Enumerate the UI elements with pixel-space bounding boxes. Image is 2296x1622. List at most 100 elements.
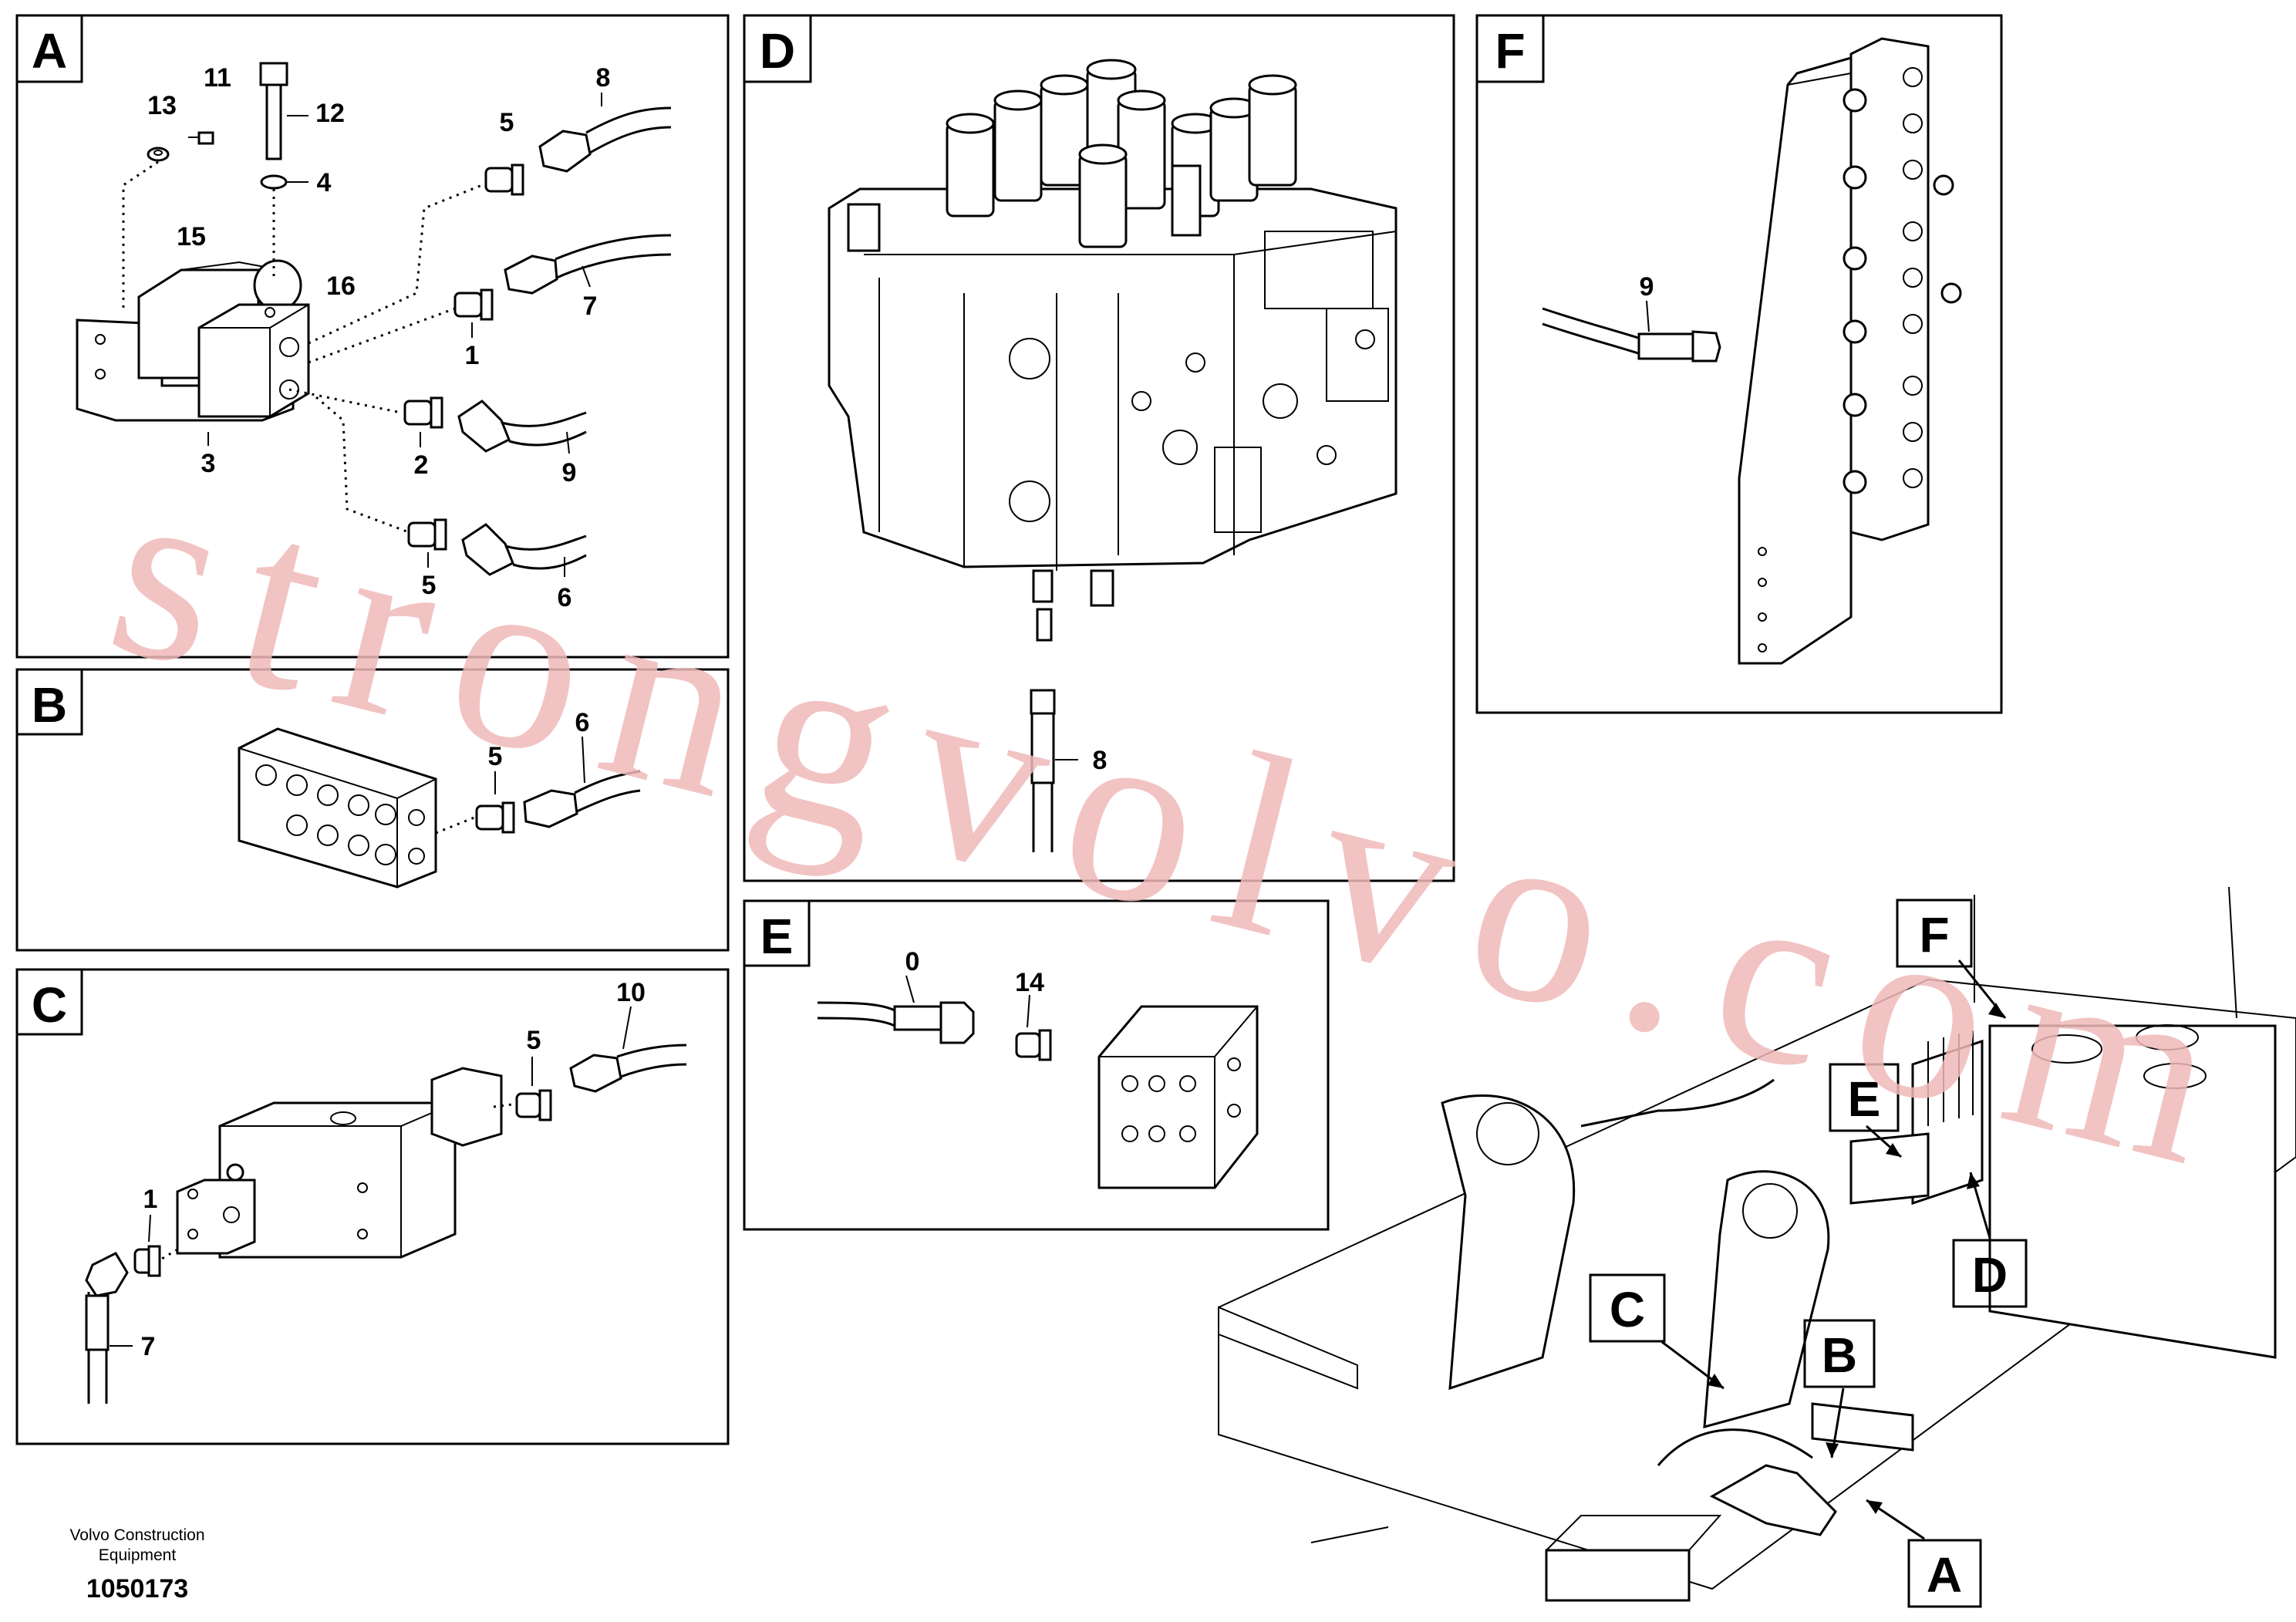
valve-a-overview bbox=[1709, 1464, 1837, 1536]
callout-e-0: 0 bbox=[905, 947, 920, 976]
hose-7-end bbox=[504, 255, 558, 295]
panel-b-label-box bbox=[15, 668, 83, 736]
manifold-ports-e bbox=[1121, 1057, 1241, 1142]
mounting-plate-f bbox=[1738, 56, 1853, 665]
valve-stack-f bbox=[1843, 37, 1962, 541]
callout-9: 9 bbox=[562, 458, 577, 487]
marker-a: A bbox=[1927, 1547, 1962, 1603]
callout-12: 12 bbox=[315, 99, 345, 128]
callout-1: 1 bbox=[465, 341, 480, 370]
callout-8: 8 bbox=[596, 63, 611, 93]
callout-15: 15 bbox=[177, 222, 206, 251]
panel-c-label: C bbox=[32, 977, 67, 1033]
plate-holes-f bbox=[1758, 547, 1767, 653]
marker-a-box bbox=[1907, 1539, 1982, 1608]
callout-c-5: 5 bbox=[527, 1026, 541, 1055]
overview-markers: F E D C B A bbox=[1589, 899, 2028, 1608]
fitting-1-c bbox=[133, 1245, 161, 1277]
hose-8-d-nut bbox=[1030, 689, 1056, 715]
callout-5-b: 5 bbox=[422, 571, 437, 600]
panel-a-label: A bbox=[32, 23, 67, 79]
marker-c-box bbox=[1589, 1273, 1666, 1343]
manifold-block-b bbox=[238, 727, 437, 889]
panel-e-label: E bbox=[760, 909, 794, 964]
valve-block-16 bbox=[197, 303, 310, 418]
valve-cap-c bbox=[430, 1067, 503, 1147]
company-line-2: Equipment bbox=[99, 1546, 177, 1564]
washer-4 bbox=[260, 174, 288, 190]
hose-6-elbow bbox=[461, 523, 514, 576]
hose-8-d-ferrule bbox=[1030, 712, 1055, 784]
callout-c-1: 1 bbox=[143, 1185, 158, 1214]
panel-c: C 5 10 1 7 bbox=[15, 968, 730, 1445]
panel-f: F 9 bbox=[1475, 14, 2003, 714]
control-valve-assembly bbox=[828, 59, 1397, 642]
manifold-block-e bbox=[1097, 1005, 1259, 1189]
panel-e: E 0 14 bbox=[743, 899, 1330, 1231]
panel-a-label-box bbox=[15, 14, 83, 83]
marker-e: E bbox=[1848, 1071, 1881, 1127]
panel-d: D bbox=[743, 14, 1455, 882]
marker-b-box bbox=[1803, 1319, 1876, 1388]
hose-6-b bbox=[523, 789, 578, 828]
fitting-5-c bbox=[515, 1089, 552, 1121]
marker-c: C bbox=[1610, 1282, 1645, 1337]
fitting-5-top bbox=[484, 164, 524, 196]
boom-foot-left bbox=[1441, 1094, 1576, 1391]
hose-9-elbow bbox=[457, 400, 511, 453]
panel-b-frame bbox=[15, 668, 730, 952]
fitting-1-a bbox=[453, 288, 494, 321]
overview-machine-frame bbox=[1218, 886, 2296, 1602]
callout-13: 13 bbox=[147, 91, 177, 120]
panel-f-frame bbox=[1475, 14, 2003, 714]
bolt-12-shank bbox=[265, 83, 282, 160]
marker-f-box bbox=[1896, 899, 1973, 968]
panel-b-label: B bbox=[32, 677, 67, 733]
panel-e-frame bbox=[743, 899, 1330, 1231]
fitting-5-bottom bbox=[407, 518, 447, 551]
hose-9-f bbox=[1637, 332, 1694, 360]
panel-f-label: F bbox=[1495, 23, 1525, 79]
callout-f-9: 9 bbox=[1640, 272, 1654, 302]
panel-e-label-box bbox=[743, 899, 811, 967]
marker-f: F bbox=[1919, 907, 1949, 963]
panel-a: A bbox=[15, 14, 730, 659]
panel-a-frame bbox=[15, 14, 730, 659]
panel-c-label-box bbox=[15, 968, 83, 1036]
callout-7: 7 bbox=[583, 292, 598, 321]
marker-b: B bbox=[1822, 1327, 1857, 1383]
boom-foot-right bbox=[1703, 1170, 1830, 1429]
panel-f-label-box bbox=[1475, 14, 1545, 83]
company-line-1: Volvo Construction bbox=[69, 1526, 204, 1544]
callout-16: 16 bbox=[326, 271, 356, 301]
marker-e-box bbox=[1829, 1063, 1900, 1132]
screw-11 bbox=[197, 131, 214, 145]
callout-4: 4 bbox=[317, 168, 332, 197]
panel-d-frame bbox=[743, 14, 1455, 882]
callout-d-8: 8 bbox=[1093, 746, 1108, 775]
valve-body-c bbox=[218, 1101, 457, 1259]
hose-7-elbow-c bbox=[85, 1252, 129, 1297]
panel-b: B 5 6 bbox=[15, 668, 730, 952]
marker-d-box bbox=[1952, 1239, 2028, 1308]
callout-3: 3 bbox=[201, 449, 216, 478]
fitting-2 bbox=[403, 396, 443, 429]
panel-d-label: D bbox=[760, 23, 795, 79]
callout-e-14: 14 bbox=[1015, 968, 1044, 997]
fitting-5-b bbox=[475, 801, 515, 834]
fitting-14-e bbox=[1015, 1029, 1052, 1061]
callout-b-5: 5 bbox=[488, 742, 503, 771]
callout-c-10: 10 bbox=[616, 978, 646, 1007]
callout-6: 6 bbox=[558, 583, 572, 612]
panel-d-label-box bbox=[743, 14, 812, 83]
hose-10-c bbox=[569, 1054, 622, 1093]
hose-8-end bbox=[538, 130, 592, 173]
hose-10-e bbox=[893, 1005, 942, 1031]
callout-c-7: 7 bbox=[141, 1332, 156, 1361]
bolt-12-head bbox=[259, 62, 288, 86]
callout-2: 2 bbox=[414, 450, 429, 480]
callout-b-6: 6 bbox=[575, 708, 590, 737]
marker-d: D bbox=[1972, 1247, 2008, 1303]
callout-11: 11 bbox=[204, 63, 231, 93]
